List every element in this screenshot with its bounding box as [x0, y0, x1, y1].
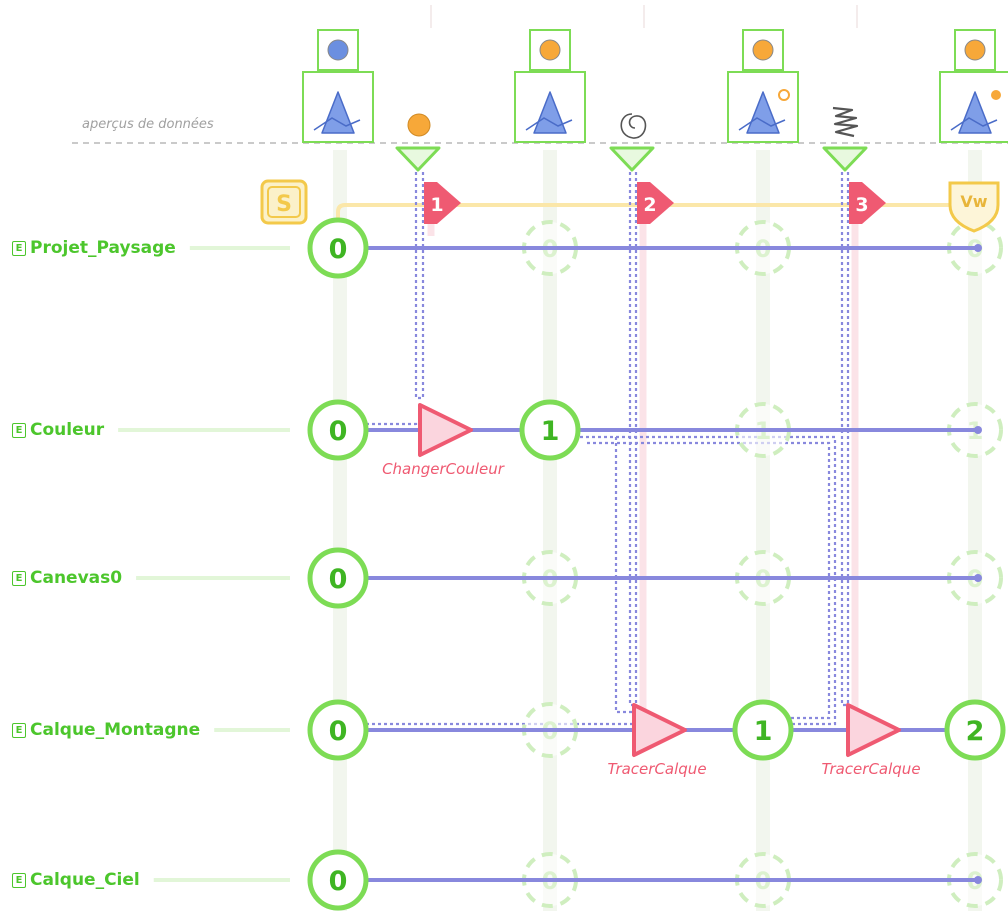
version-nodes: 0 0 1 0 0 1 2 0	[307, 217, 1006, 911]
timeline-end-dot	[974, 574, 982, 582]
mountain-sketch-icon	[321, 91, 355, 134]
entity-badge-icon: E	[12, 422, 26, 438]
mountain-scribble-icon	[950, 117, 998, 131]
activity-triangle	[418, 403, 473, 457]
entity-name: Calque_Ciel	[30, 870, 140, 890]
color-dot-icon	[407, 113, 431, 137]
version-node	[307, 547, 369, 609]
entity-name: Couleur	[30, 420, 105, 440]
version-node	[307, 399, 369, 461]
version-node	[732, 699, 794, 761]
activity-label: ChangerCouleur	[382, 460, 505, 478]
mountain-scribble-icon	[738, 117, 786, 131]
version-node	[307, 699, 369, 761]
data-preview	[302, 29, 374, 143]
entity-badge-icon: E	[12, 722, 26, 738]
entity-name: Calque_Montagne	[30, 720, 201, 740]
entity-name: Canevas0	[30, 568, 123, 588]
sketch-circle-icon	[620, 113, 647, 139]
mountain-sketch-icon	[533, 91, 567, 134]
preview-color-dot-icon	[752, 39, 774, 61]
preview-color-dot-icon	[964, 39, 986, 61]
step-number: 2	[643, 194, 656, 216]
activity-triangle	[632, 703, 687, 757]
entity-badge-icon: E	[12, 570, 26, 586]
start-marker	[260, 179, 308, 225]
activity-label: TracerCalque	[821, 760, 920, 778]
version-node	[944, 699, 1006, 761]
timeline-end-dot	[974, 244, 982, 252]
version-label: 2	[966, 716, 985, 747]
start-timeline	[336, 203, 975, 222]
start-marker-label: S	[276, 192, 292, 217]
version-label: 0	[329, 564, 348, 595]
step-number: 3	[855, 194, 868, 216]
version-label: 0	[329, 416, 348, 447]
step-tracks	[427, 185, 859, 712]
version-label: 1	[541, 416, 560, 447]
data-preview	[727, 29, 799, 143]
column-guides	[333, 150, 982, 911]
entity-badge-icon: E	[12, 872, 26, 888]
version-node	[307, 849, 369, 911]
scribble-icon	[832, 106, 859, 138]
preview-blob-icon	[991, 90, 1001, 100]
entity-name: Projet_Paysage	[30, 238, 176, 258]
version-label: 0	[329, 866, 348, 897]
mountain-sketch-icon	[958, 91, 992, 134]
preview-ring-icon	[778, 89, 790, 101]
version-label: 0	[329, 716, 348, 747]
activity-triangle	[846, 703, 901, 757]
step-flag	[849, 182, 886, 224]
view-marker	[948, 181, 1000, 233]
preview-color-dot-icon	[327, 39, 349, 61]
mountain-sketch-icon	[746, 91, 780, 134]
version-label: 0	[329, 234, 348, 265]
step-number: 1	[430, 194, 443, 216]
data-previews	[302, 29, 1008, 172]
previews-caption: aperçus de données	[82, 117, 214, 132]
drop-triangle-icon	[609, 146, 655, 172]
view-marker-label: Vw	[960, 192, 987, 211]
top-tick-marks	[430, 5, 858, 28]
data-preview	[939, 29, 1008, 143]
preview-color-dot-icon	[539, 39, 561, 61]
preview-color-box	[742, 29, 784, 71]
activity-label: TracerCalque	[607, 760, 706, 778]
drop-triangle-icon	[822, 146, 868, 172]
start-marker-inner	[267, 186, 301, 218]
timeline-end-dot	[974, 426, 982, 434]
step-flag	[424, 182, 461, 224]
version-node	[307, 217, 369, 279]
entity-badge-icon: E	[12, 240, 26, 256]
step-markers: 1 2 3 S Vw	[260, 179, 1000, 233]
timeline-end-dot	[974, 876, 982, 884]
step-flag	[637, 182, 674, 224]
mountain-scribble-icon	[313, 117, 361, 131]
version-label: 1	[754, 716, 773, 747]
mountain-scribble-icon	[525, 117, 573, 131]
drop-triangle-icon	[395, 146, 441, 172]
dependency-paths	[366, 172, 850, 726]
version-node	[519, 399, 581, 461]
data-preview	[514, 29, 586, 143]
